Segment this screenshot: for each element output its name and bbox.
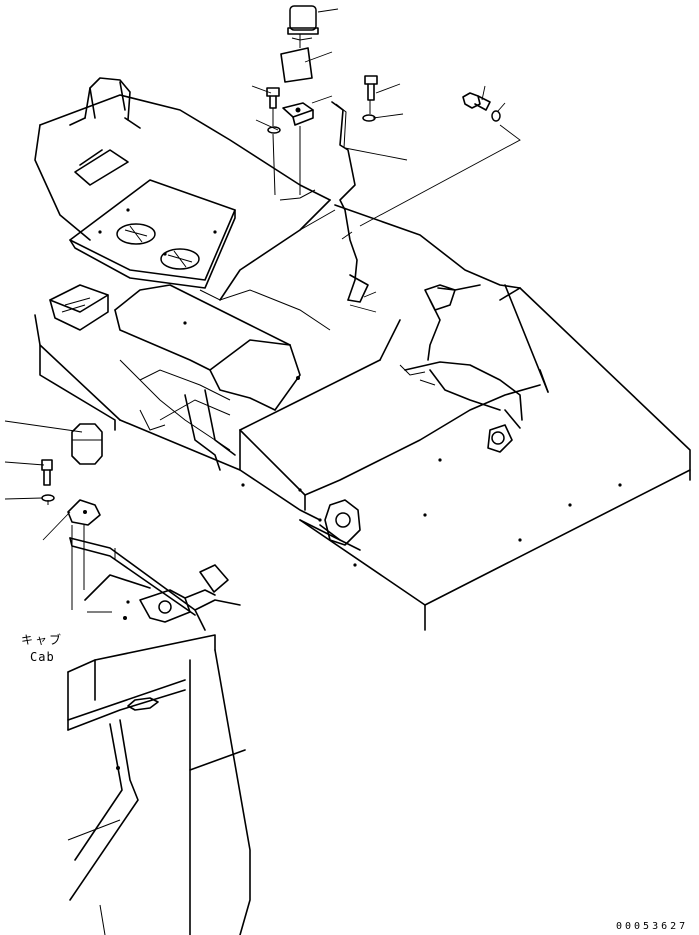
cab-label-english: Cab xyxy=(30,650,55,664)
side-panel xyxy=(74,149,129,186)
handrail xyxy=(69,77,141,129)
drawing-number: 00053627 xyxy=(616,921,689,932)
rotary-lamp-top xyxy=(280,5,319,195)
rotary-lamp-cab xyxy=(41,423,103,610)
wiring-harness xyxy=(331,101,523,453)
controller-box xyxy=(49,284,109,331)
bolt-top-right xyxy=(362,75,378,122)
rear-deck-plate xyxy=(299,204,691,631)
engine-hood xyxy=(34,94,541,551)
deck-bolts xyxy=(241,458,622,567)
air-cleaner-cover xyxy=(114,284,301,411)
bolt-top-left xyxy=(266,87,281,196)
cab-body xyxy=(67,634,251,935)
cab-roof xyxy=(69,537,241,631)
bolt-upper-right xyxy=(462,92,501,122)
frame-members xyxy=(119,189,336,471)
lifting-eye xyxy=(324,499,361,546)
top-cover-plate xyxy=(69,179,236,289)
cab-bracket xyxy=(123,564,229,623)
cab-label-japanese: キャブ xyxy=(21,633,64,647)
leader-lines xyxy=(4,8,521,613)
